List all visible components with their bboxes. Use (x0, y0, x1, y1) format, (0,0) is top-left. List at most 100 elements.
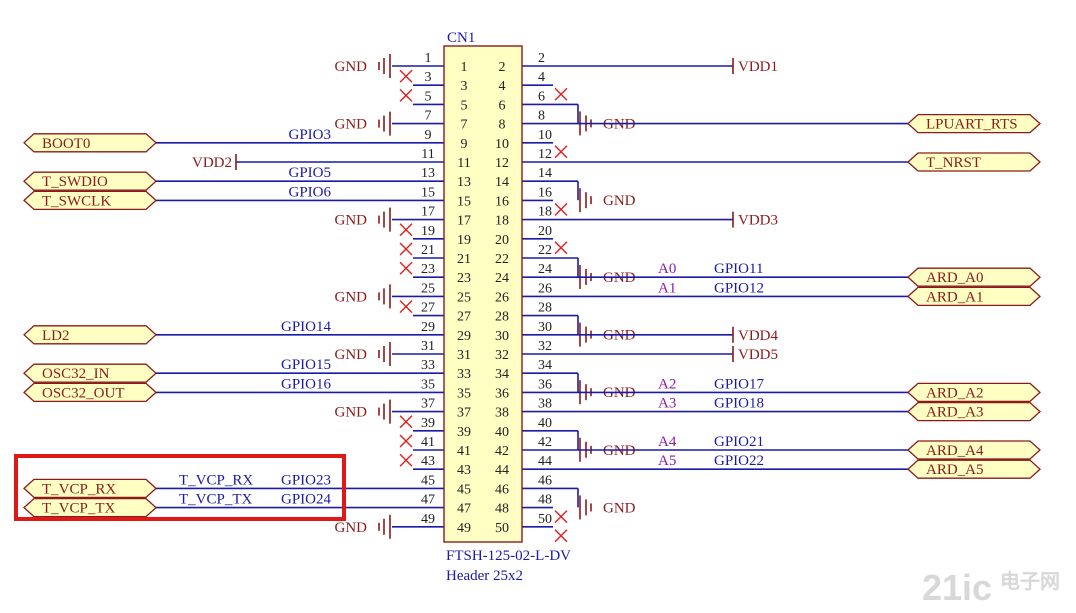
pin-22-number: 22 (538, 243, 552, 258)
pin-10-nc-mark (554, 145, 568, 159)
pin-23-number: 23 (421, 262, 435, 277)
pin-34-number: 34 (538, 358, 552, 373)
pin-48-nc-mark (554, 510, 568, 524)
pin-4-inner-number: 4 (499, 79, 506, 94)
pin-16-nc-mark (554, 202, 568, 216)
pin-1-inner-number: 1 (461, 60, 468, 75)
pin-12-port-label: T_NRST (926, 155, 981, 171)
pin-13-net: GPIO5 (288, 165, 331, 181)
pin-33-inner-number: 33 (457, 367, 471, 382)
pin-34-gnd-label: GND (603, 385, 636, 401)
pin-29-port: LD2 (23, 325, 157, 345)
pin-46-inner-number: 46 (495, 482, 509, 497)
pin-11-power-label: VDD2 (192, 155, 232, 171)
pin-26-inner-number: 26 (495, 290, 509, 305)
pin-16-inner-number: 16 (495, 194, 509, 209)
connector-body (443, 45, 523, 543)
pin-2-inner-number: 2 (499, 60, 506, 75)
pin-27-nc-mark (399, 300, 413, 314)
pin-41-inner-number: 41 (457, 444, 471, 459)
pin-21-inner-number: 21 (457, 252, 471, 267)
pin-17-gnd-label: GND (335, 213, 368, 229)
pin-39-inner-number: 39 (457, 425, 471, 440)
pin-21-number: 21 (421, 243, 435, 258)
pin-29-port-label: LD2 (42, 328, 70, 344)
pin-31-gnd-label: GND (335, 347, 368, 363)
pin-35-port: OSC32_OUT (23, 382, 157, 403)
pin-45-alias: T_VCP_RX (179, 472, 253, 488)
pin-33-number: 33 (421, 358, 435, 373)
pin-47-alias: T_VCP_TX (179, 492, 253, 508)
pin-49-gnd-label: GND (335, 520, 368, 536)
pin-11-number: 11 (421, 147, 434, 162)
pin-17-inner-number: 17 (457, 214, 471, 229)
pin-9-number: 9 (425, 128, 432, 143)
pin-45-port: T_VCP_RX (23, 478, 157, 499)
pin-29-number: 29 (421, 320, 435, 335)
pin-8-number: 8 (538, 109, 545, 124)
pin-49-number: 49 (421, 512, 435, 527)
pin-7-gnd-label: GND (335, 117, 368, 133)
pin-42-number: 42 (538, 435, 552, 450)
pin-20-inner-number: 20 (495, 233, 509, 248)
pin-17-gnd-symbol (378, 207, 391, 232)
pin-6-number: 6 (538, 89, 545, 104)
connector-part-number: FTSH-125-02-L-DV (446, 548, 571, 564)
pin-44-inner-number: 44 (495, 463, 509, 478)
pin-20-number: 20 (538, 224, 552, 239)
pin-15-port-label: T_SWCLK (42, 193, 111, 209)
pins-layer: 1357911131517192123252729313335373941434… (457, 60, 509, 536)
pin-20-nc-mark (554, 241, 568, 255)
pin-24-inner-number: 24 (495, 271, 509, 286)
pin-18-power-label: VDD3 (738, 213, 778, 229)
pin-40-inner-number: 40 (495, 425, 509, 440)
pin-42-inner-number: 42 (495, 444, 509, 459)
pin-45-port-label: T_VCP_RX (42, 481, 116, 497)
connector-designator: CN1 (447, 30, 475, 46)
pin-36-port-label: ARD_A2 (926, 385, 984, 401)
pin-31-number: 31 (421, 339, 435, 354)
pin-14-gnd-label: GND (603, 193, 636, 209)
pin-36-number: 36 (538, 377, 552, 392)
watermark-logo: 21ic 电子网 (922, 567, 1060, 608)
pin-47-port: T_VCP_TX (23, 497, 157, 518)
wires-layer: 1GND357GNDBOOT09GPIO311VDD2T_SWDIO13GPIO… (23, 51, 1041, 543)
pin-13-port-label: T_SWDIO (42, 174, 108, 190)
pin-19-nc-mark (399, 223, 413, 237)
pin-44-ard-alias: A5 (658, 453, 676, 469)
pin-24-ard-alias: A0 (658, 261, 676, 277)
pin-13-port: T_SWDIO (23, 171, 157, 191)
pin-35-inner-number: 35 (457, 386, 471, 401)
pin-39-nc-mark (399, 415, 413, 429)
pin-1-number: 1 (425, 51, 432, 66)
pin-11-inner-number: 11 (457, 156, 470, 171)
pin-41-nc-mark (399, 434, 413, 448)
pin-10-inner-number: 10 (495, 137, 509, 152)
pin-36-net: GPIO17 (714, 376, 765, 392)
pin-1-gnd-symbol (378, 54, 391, 78)
pin-24-net: GPIO11 (714, 261, 763, 277)
pin-28-inner-number: 28 (495, 310, 509, 325)
pin-12-inner-number: 12 (495, 156, 509, 171)
pin-37-gnd-symbol (378, 399, 391, 424)
pin-50-nc-mark (554, 529, 568, 543)
pin-21-nc-mark (399, 242, 413, 256)
pin-36-port: ARD_A2 (907, 382, 1041, 403)
pin-45-inner-number: 45 (457, 482, 471, 497)
pin-34-inner-number: 34 (495, 367, 509, 382)
pin-30-power-label: VDD4 (738, 328, 778, 344)
pin-43-number: 43 (421, 454, 435, 469)
pin-46-number: 46 (538, 473, 552, 488)
pin-24-port: ARD_A0 (907, 267, 1041, 287)
pin-25-gnd-symbol (378, 284, 391, 309)
pin-4-nc-mark (554, 87, 568, 101)
pin-43-nc-mark (399, 453, 413, 467)
pin-26-port: ARD_A1 (907, 286, 1041, 307)
pin-2-number: 2 (538, 51, 545, 66)
pin-35-port-label: OSC32_OUT (42, 385, 125, 401)
pin-14-gnd-symbol (579, 188, 592, 213)
pin-38-port: ARD_A3 (907, 401, 1041, 422)
pin-8-port-label: LPUART_RTS (926, 117, 1018, 133)
pin-10-number: 10 (538, 128, 552, 143)
pin-44-port: ARD_A5 (907, 459, 1041, 479)
